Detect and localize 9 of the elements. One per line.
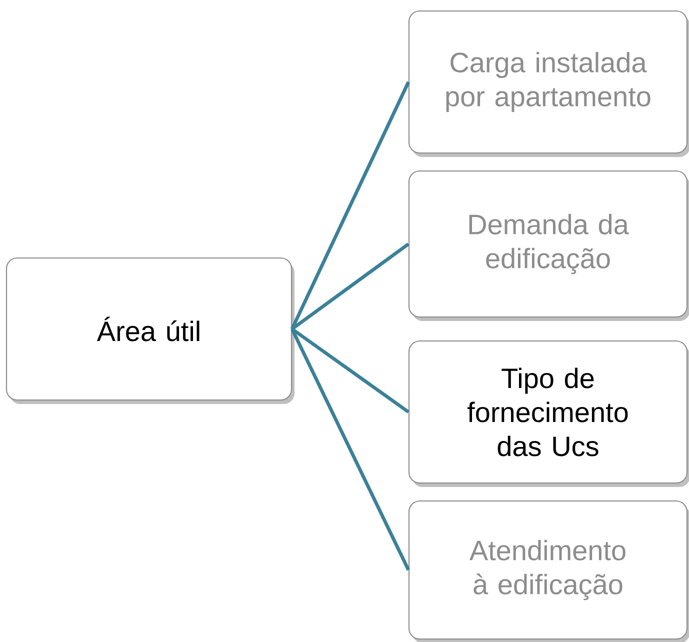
- text-box: Demanda da edificação: [408, 170, 689, 321]
- text-box: Área útil: [6, 257, 294, 404]
- connector-line: [290, 328, 410, 571]
- text-box: Carga instalada por apartamento: [408, 10, 689, 157]
- connector-line: [290, 81, 410, 330]
- connector-line: [291, 242, 410, 330]
- text-box: Tipo de fornecimento das Ucs: [408, 340, 689, 487]
- connector-line: [291, 328, 410, 414]
- text-box: Atendimento à edificação: [408, 500, 689, 642]
